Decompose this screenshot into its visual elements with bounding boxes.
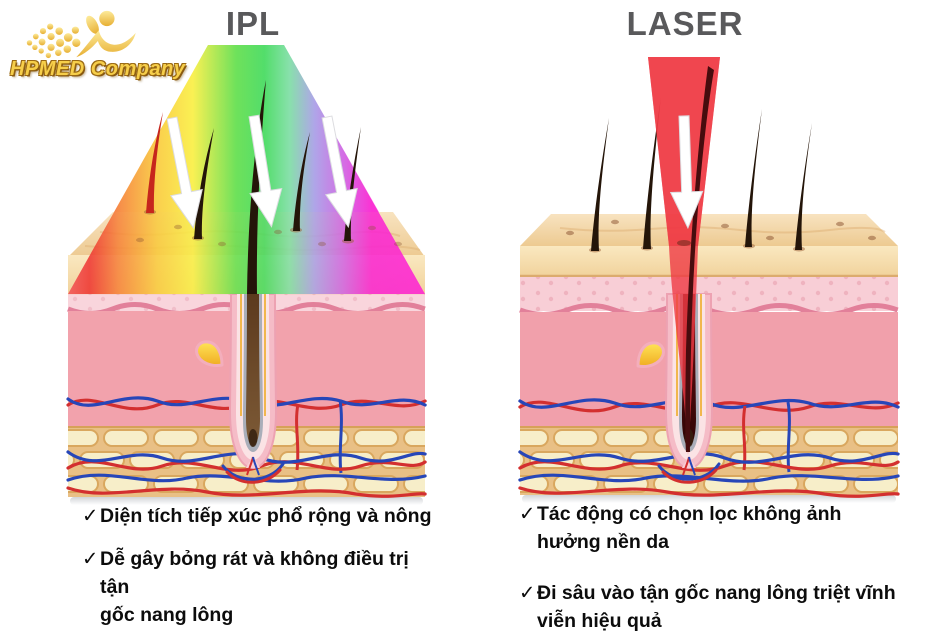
ipl-skin-cross-section [66, 45, 427, 505]
laser-title: LASER [626, 5, 744, 42]
blood-vessels-right [518, 398, 900, 498]
ipl-beam [68, 45, 425, 294]
note-line: viễn hiệu quả [537, 610, 662, 632]
blood-vessels-left [66, 396, 427, 498]
checkmark-icon: ✓ [82, 548, 99, 570]
checkmark-icon: ✓ [519, 503, 536, 525]
list-item: ✓ Đi sâu vào tận gốc nang lông triệt vĩn… [519, 579, 919, 635]
note-line: Đi sâu vào tận gốc nang lông triệt vĩnh [537, 582, 896, 604]
skin-pores-right [566, 219, 876, 241]
note-line: gốc nang lông [100, 604, 234, 626]
logo-person-icon [26, 10, 136, 59]
laser-notes-list: ✓ Tác động có chọn lọc không ảnh hưởng n… [519, 500, 919, 635]
skin-pores-left [136, 224, 402, 247]
company-logo [14, 5, 164, 59]
checkmark-icon: ✓ [82, 505, 99, 527]
company-name: HPMED Company [10, 58, 186, 80]
treated-hair [146, 112, 163, 213]
checkmark-icon: ✓ [519, 582, 536, 604]
note-line: Dễ gây bỏng rát và không điều trị tận [100, 548, 409, 598]
target-hair [685, 66, 714, 452]
note-line: Diện tích tiếp xúc phổ rộng và nông [100, 505, 432, 527]
epidermis-layer-right [520, 246, 898, 277]
note-line: hưởng nền da [537, 531, 669, 553]
note-line: Tác động có chọn lọc không ảnh [537, 503, 842, 525]
ipl-title: IPL [225, 5, 281, 42]
list-item: ✓ Tác động có chọn lọc không ảnh hưởng n… [519, 500, 919, 556]
ipl-notes-list: ✓ Diện tích tiếp xúc phổ rộng và nông ✓ … [82, 502, 442, 629]
list-item: ✓ Dễ gây bỏng rát và không điều trị tận … [82, 545, 442, 629]
laser-skin-cross-section [518, 57, 900, 503]
list-item: ✓ Diện tích tiếp xúc phổ rộng và nông [82, 502, 442, 530]
hairs-right [589, 97, 812, 253]
